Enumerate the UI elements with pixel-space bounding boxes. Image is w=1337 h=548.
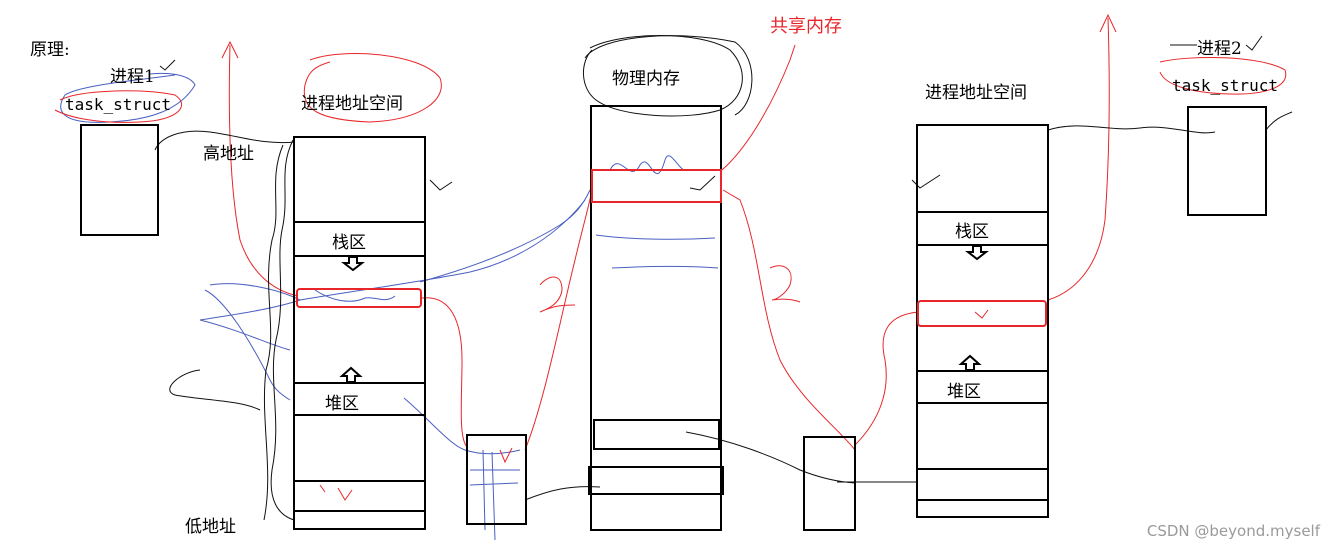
shared-mapping-left [296,288,422,308]
heap-label-right: 堆区 [947,382,981,402]
address-space-title-right: 进程地址空间 [925,83,1027,103]
shared-memory-label: 共享内存 [770,16,842,37]
task-struct-box-left [80,124,159,236]
heap-label-left: 堆区 [325,394,359,414]
physical-memory-label: 物理内存 [612,69,680,89]
stack-growth-arrow-left [341,256,365,272]
stack-region-right [916,211,1049,246]
shared-memory-block [591,169,722,203]
heap-growth-arrow-left [339,366,363,383]
segment-region-left [293,480,426,512]
process1-label: 进程1 [110,67,155,87]
heap-region-left [293,382,426,416]
stack-label-left: 栈区 [332,233,366,253]
stack-growth-arrow-right [965,245,989,261]
heap-growth-arrow-right [958,354,982,371]
address-space-right [916,124,1049,518]
address-space-left [293,136,426,530]
task-struct-box-right [1187,106,1267,216]
watermark: CSDN @beyond.myself [1147,522,1321,540]
segment-region-right [916,468,1049,501]
stack-label-right: 栈区 [955,222,989,242]
physical-memory-column [588,105,724,531]
address-space-title-left: 进程地址空间 [301,94,403,114]
mapping-box-right [803,436,856,531]
principle-label: 原理: [30,40,70,60]
black-annotations [154,35,1293,521]
task-struct-label-right: task_struct [1172,76,1278,95]
low-address-label: 低地址 [185,517,236,537]
task-struct-label-left: task_struct [65,95,171,114]
shared-mapping-right [917,300,1047,327]
red-annotations [54,13,1287,501]
mapping-box-left [466,434,527,525]
high-address-label: 高地址 [203,144,254,164]
heap-region-right [916,370,1049,404]
stack-region-left [293,221,426,257]
process2-label: 进程2 [1197,39,1242,59]
